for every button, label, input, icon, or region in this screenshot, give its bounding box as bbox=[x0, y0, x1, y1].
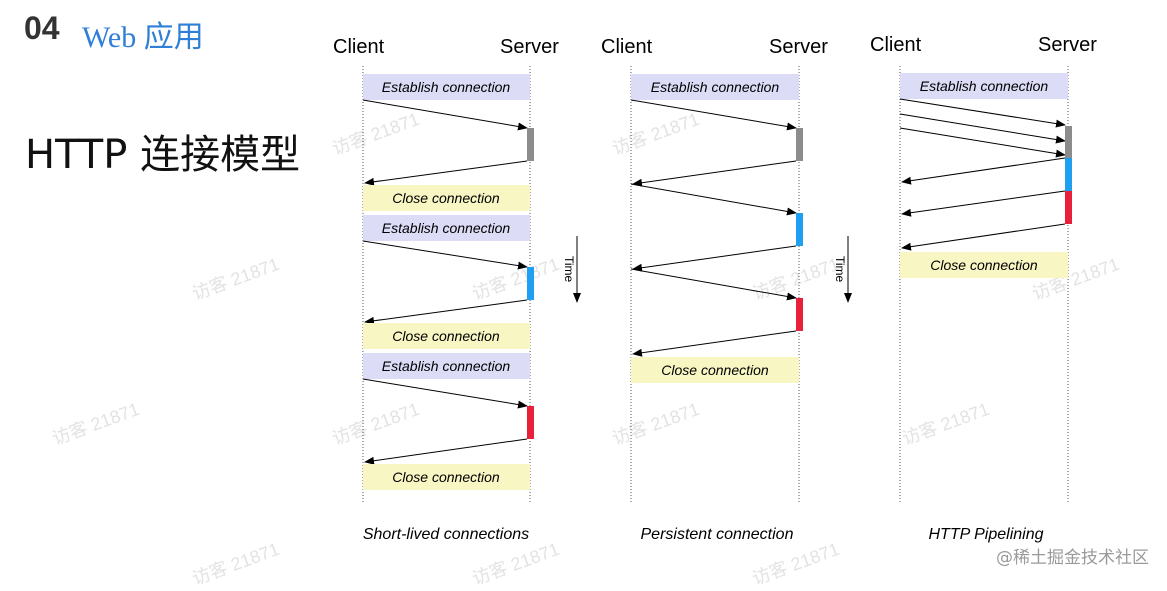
close-connection-label: Close connection bbox=[392, 469, 500, 485]
request-arrow bbox=[630, 268, 797, 301]
close-connection-label: Close connection bbox=[930, 257, 1038, 273]
processing-bar-gray bbox=[527, 128, 534, 161]
diagram-short-lived: Client Server Establish connection Close… bbox=[333, 36, 581, 543]
establish-connection-label: Establish connection bbox=[920, 78, 1049, 94]
establish-connection-box bbox=[631, 74, 799, 100]
establish-connection-box bbox=[363, 215, 530, 241]
close-connection-label: Close connection bbox=[392, 190, 500, 206]
server-label: Server bbox=[500, 36, 559, 58]
request-arrow bbox=[630, 99, 797, 131]
diagram-caption: HTTP Pipelining bbox=[928, 526, 1043, 543]
establish-connection-box bbox=[363, 353, 530, 379]
close-connection-label: Close connection bbox=[392, 328, 500, 344]
establish-connection-box bbox=[900, 73, 1068, 99]
section-title: Web 应用 bbox=[82, 21, 204, 54]
diagram-persistent: Client Server Establish connection Close… bbox=[601, 36, 852, 543]
response-arrow bbox=[901, 157, 1066, 185]
processing-bar-red bbox=[1065, 191, 1072, 224]
request-arrow bbox=[362, 240, 528, 270]
time-label: Time bbox=[833, 256, 847, 283]
processing-bar-blue bbox=[1065, 158, 1072, 191]
close-connection-box bbox=[363, 464, 530, 490]
section-number: 04 bbox=[24, 10, 60, 46]
processing-bar-blue bbox=[527, 267, 534, 300]
request-arrow bbox=[899, 113, 1066, 144]
response-arrow bbox=[901, 190, 1066, 217]
response-arrow bbox=[364, 299, 528, 325]
establish-connection-box bbox=[363, 74, 530, 100]
request-arrow bbox=[899, 98, 1066, 128]
establish-connection-label: Establish connection bbox=[382, 358, 511, 374]
request-arrow bbox=[899, 127, 1066, 158]
close-connection-box bbox=[631, 357, 799, 383]
establish-connection-label: Establish connection bbox=[651, 79, 780, 95]
response-arrow bbox=[364, 160, 528, 186]
establish-connection-label: Establish connection bbox=[382, 79, 511, 95]
diagram-caption: Short-lived connections bbox=[363, 526, 529, 543]
processing-bar-red bbox=[796, 298, 803, 331]
processing-bar-gray bbox=[1065, 126, 1072, 158]
processing-bar-blue bbox=[796, 213, 803, 246]
client-label: Client bbox=[601, 36, 653, 58]
close-connection-label: Close connection bbox=[661, 362, 769, 378]
diagram-caption: Persistent connection bbox=[641, 526, 794, 543]
request-arrow bbox=[630, 183, 797, 216]
establish-connection-label: Establish connection bbox=[382, 220, 511, 236]
response-arrow bbox=[632, 160, 797, 187]
close-connection-box bbox=[363, 185, 530, 211]
processing-bar-gray bbox=[796, 128, 803, 161]
footer-credit: @稀土掘金技术社区 bbox=[996, 548, 1149, 568]
request-arrow bbox=[362, 99, 528, 131]
server-label: Server bbox=[769, 36, 828, 58]
close-connection-box bbox=[363, 323, 530, 349]
processing-bar-red bbox=[527, 406, 534, 439]
response-arrow bbox=[901, 223, 1066, 251]
close-connection-box bbox=[900, 252, 1068, 278]
client-label: Client bbox=[333, 36, 385, 58]
time-label: Time bbox=[562, 256, 576, 283]
slide-subtitle: HTTP 连接模型 bbox=[25, 132, 301, 178]
response-arrow bbox=[632, 245, 797, 272]
request-arrow bbox=[362, 378, 528, 409]
response-arrow bbox=[364, 438, 528, 465]
client-label: Client bbox=[870, 34, 922, 56]
diagram-pipelining: Client Server Establish connection Close… bbox=[870, 34, 1097, 543]
server-label: Server bbox=[1038, 34, 1097, 56]
response-arrow bbox=[632, 330, 797, 357]
